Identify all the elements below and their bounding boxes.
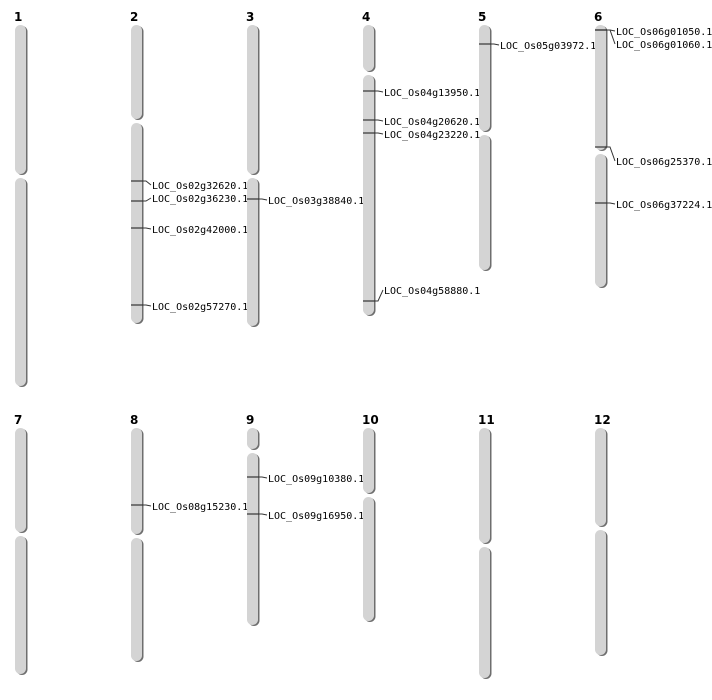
gene-label: LOC_Os09g10380.1	[268, 474, 364, 485]
chromosome-7: 7	[14, 413, 28, 675]
chromosome-6: 6LOC_Os06g01050.1LOC_Os06g01060.1LOC_Os0…	[594, 10, 712, 288]
long-arm	[595, 154, 606, 287]
long-arm	[15, 536, 26, 674]
long-arm	[247, 453, 258, 625]
gene-label: LOC_Os05g03972.1	[500, 41, 596, 52]
chromosome-number: 12	[594, 413, 611, 427]
long-arm	[479, 547, 490, 678]
gene-label: LOC_Os02g57270.1	[152, 302, 248, 313]
gene-label: LOC_Os04g13950.1	[384, 88, 480, 99]
short-arm	[363, 25, 374, 71]
gene-label: LOC_Os03g38840.1	[268, 196, 364, 207]
chromosome-number: 6	[594, 10, 602, 24]
gene-label: LOC_Os02g36230.1	[152, 194, 248, 205]
chromosome-12: 12	[594, 413, 611, 656]
chromosome-number: 3	[246, 10, 254, 24]
gene-connector	[259, 476, 268, 479]
long-arm	[479, 135, 490, 270]
gene-label: LOC_Os02g32620.1	[152, 181, 248, 192]
short-arm	[15, 25, 26, 174]
gene-connector	[259, 198, 268, 201]
gene-label: LOC_Os04g58880.1	[384, 286, 480, 297]
gene-connector	[143, 197, 152, 202]
gene-connector	[143, 180, 152, 186]
chromosome-11: 11	[478, 413, 495, 679]
gene-label: LOC_Os02g42000.1	[152, 225, 248, 236]
short-arm	[15, 428, 26, 532]
chromosome-number: 10	[362, 413, 379, 427]
long-arm	[131, 123, 142, 323]
gene-connector	[607, 29, 616, 45]
gene-connector	[143, 227, 152, 230]
short-arm	[247, 25, 258, 174]
gene-connector	[143, 504, 152, 507]
long-arm	[15, 178, 26, 386]
short-arm	[131, 25, 142, 119]
gene-label: LOC_Os06g37224.1	[616, 200, 712, 211]
gene-label: LOC_Os06g25370.1	[616, 157, 712, 168]
gene-label: LOC_Os04g23220.1	[384, 130, 480, 141]
short-arm	[595, 428, 606, 526]
long-arm	[595, 530, 606, 655]
short-arm	[247, 428, 258, 449]
gene-connector	[607, 146, 616, 162]
chromosome-number: 4	[362, 10, 370, 24]
chromosome-10: 10	[362, 413, 379, 622]
chromosome-2: 2LOC_Os02g32620.1LOC_Os02g36230.1LOC_Os0…	[130, 10, 248, 324]
chromosome-number: 1	[14, 10, 22, 24]
chromosome-1: 1	[14, 10, 28, 387]
short-arm	[363, 428, 374, 493]
gene-label: LOC_Os06g01060.1	[616, 40, 712, 51]
long-arm	[363, 497, 374, 621]
long-arm	[247, 178, 258, 326]
gene-label: LOC_Os09g16950.1	[268, 511, 364, 522]
gene-connector	[375, 289, 384, 302]
gene-connector	[491, 43, 500, 46]
gene-connector	[259, 513, 268, 516]
gene-label: LOC_Os04g20620.1	[384, 117, 480, 128]
short-arm	[595, 25, 606, 150]
gene-connector	[607, 202, 616, 205]
gene-label: LOC_Os08g15230.1	[152, 502, 248, 513]
gene-connector	[375, 90, 384, 93]
chromosome-number: 11	[478, 413, 495, 427]
chromosome-4: 4LOC_Os04g13950.1LOC_Os04g20620.1LOC_Os0…	[362, 10, 480, 316]
long-arm	[363, 75, 374, 315]
chromosome-number: 9	[246, 413, 254, 427]
short-arm	[479, 428, 490, 543]
gene-connector	[375, 119, 384, 122]
long-arm	[131, 538, 142, 661]
chromosome-number: 2	[130, 10, 138, 24]
gene-label: LOC_Os06g01050.1	[616, 27, 712, 38]
chromosome-number: 7	[14, 413, 22, 427]
chromosome-number: 8	[130, 413, 138, 427]
short-arm	[479, 25, 490, 131]
chromosome-number: 5	[478, 10, 486, 24]
short-arm	[131, 428, 142, 534]
gene-connector	[375, 132, 384, 135]
gene-connector	[143, 304, 152, 307]
